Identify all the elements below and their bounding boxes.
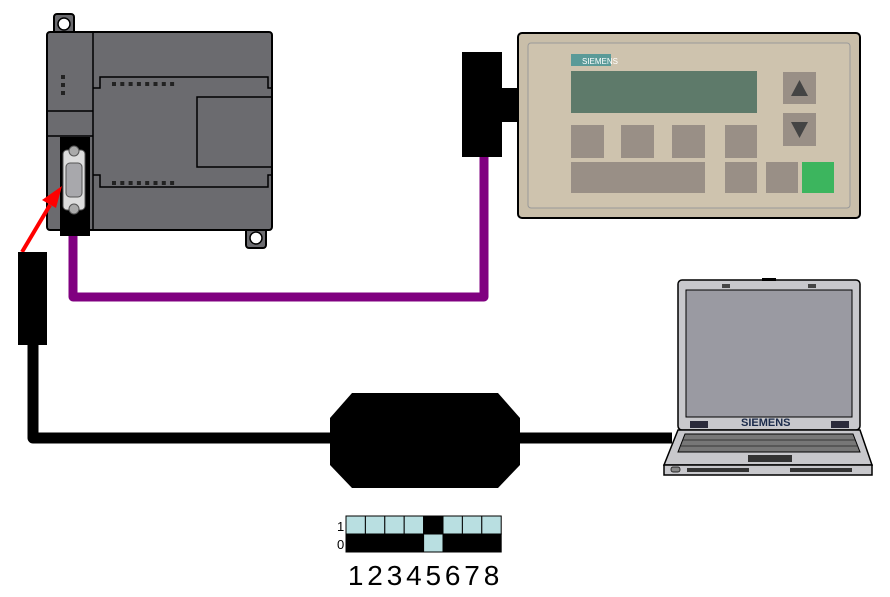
led-icon [145, 181, 150, 185]
led-icon [112, 181, 116, 185]
bit-number: 7 [464, 560, 480, 591]
bit-number: 1 [348, 560, 364, 591]
hmi-key[interactable] [571, 125, 604, 158]
bit-cell-1 [461, 515, 483, 535]
hmi-screen [571, 71, 757, 113]
bit-cell-1 [442, 515, 463, 535]
hmi-key[interactable] [621, 125, 654, 158]
led-icon [161, 82, 166, 86]
laptop: SIEMENS [662, 278, 874, 476]
led-icon [120, 181, 125, 185]
pc-cable-connector [18, 252, 47, 345]
led-icon [120, 82, 125, 86]
led-icon [128, 181, 133, 185]
led-icon [153, 181, 158, 185]
plc [46, 13, 273, 249]
hmi-panel: SIEMENS [517, 32, 861, 219]
up-arrow-button[interactable] [783, 72, 816, 104]
bit-number: 6 [445, 560, 461, 591]
row-label-0: 0 [337, 537, 344, 552]
hmi-key[interactable] [725, 162, 757, 193]
bit-cell-0 [442, 533, 463, 553]
bit-cell-1 [423, 515, 444, 535]
laptop-brand: SIEMENS [741, 417, 791, 429]
hmi-brand: SIEMENS [582, 57, 618, 66]
led-icon [170, 181, 175, 185]
bit-cell-1 [345, 515, 366, 535]
bit-cell-0 [481, 533, 502, 553]
bit-cell-1 [481, 515, 502, 535]
led-icon [128, 82, 133, 86]
bit-cell-0 [423, 533, 444, 553]
led-icon [153, 82, 158, 86]
bit-number: 5 [426, 560, 442, 591]
led-icon [136, 82, 141, 86]
hmi-key-wide[interactable] [571, 162, 705, 193]
bit-number: 4 [406, 560, 422, 591]
led-icon [145, 82, 150, 86]
bit-cell-0 [384, 533, 405, 553]
bit-number: 2 [367, 560, 383, 591]
hmi-key[interactable] [672, 125, 705, 158]
row-label-1: 1 [337, 519, 344, 534]
bit-cell-0 [345, 533, 366, 553]
hmi-connector [462, 52, 520, 157]
hmi-enter-key[interactable] [802, 162, 834, 193]
bit-cell-0 [461, 533, 483, 553]
bit-cell-1 [364, 515, 386, 535]
touchpad[interactable] [748, 455, 792, 462]
led-icon [112, 82, 116, 86]
arrow-icon [20, 186, 62, 254]
led-icon [136, 181, 141, 185]
hmi-key[interactable] [725, 125, 757, 158]
purple-cable [68, 155, 489, 302]
bit-cell-1 [384, 515, 405, 535]
bit-cell-0 [364, 533, 386, 553]
led-icon [170, 82, 175, 86]
laptop-screen [685, 289, 853, 418]
keyboard[interactable] [677, 433, 861, 453]
led-icon [161, 181, 166, 185]
bit-cell-1 [403, 515, 425, 535]
hmi-key[interactable] [766, 162, 798, 193]
bit-cell-0 [403, 533, 425, 553]
bit-number: 8 [484, 560, 500, 591]
bit-number: 3 [387, 560, 403, 591]
down-arrow-button[interactable] [783, 113, 816, 146]
pc-adapter [330, 393, 520, 488]
